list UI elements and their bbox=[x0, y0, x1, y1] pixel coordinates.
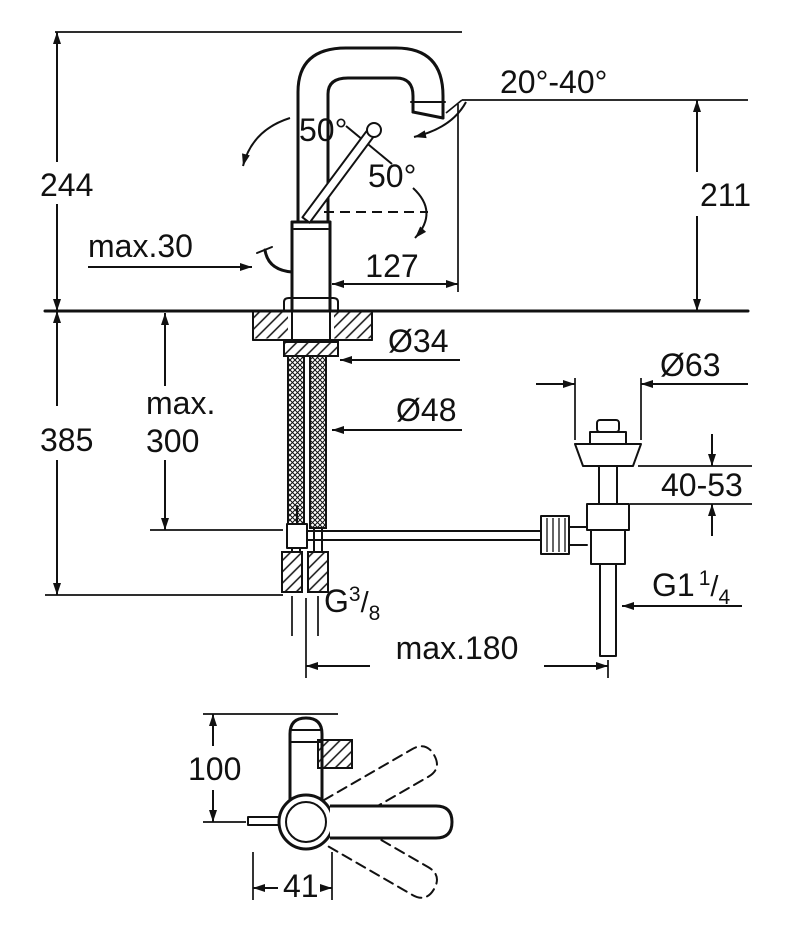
dim-waste-flange-diameter: Ø63 bbox=[660, 347, 720, 383]
dim-spout-tilt-range: 20°-40° bbox=[500, 64, 607, 100]
drain-plug-cap bbox=[596, 419, 620, 433]
plan-faucet bbox=[247, 716, 454, 899]
plan-spout bbox=[288, 716, 324, 800]
dim-spout-reach: 127 bbox=[365, 248, 418, 284]
hose-right bbox=[309, 355, 327, 529]
dim-hose-length-line2: 300 bbox=[146, 423, 199, 459]
dim-hose-length-line1: max. bbox=[146, 385, 215, 421]
dim-max-centre-distance: max.180 bbox=[396, 630, 519, 666]
rod-adjust-knob bbox=[540, 515, 570, 555]
plan-lever-boss bbox=[317, 739, 353, 769]
hose-left bbox=[287, 355, 305, 529]
plan-extension-lines bbox=[203, 713, 338, 900]
dim-outlet-height: 211 bbox=[700, 177, 751, 213]
plan-pop-up-rod bbox=[247, 816, 282, 826]
mounting-nut bbox=[283, 341, 339, 357]
spout-tip bbox=[411, 110, 445, 120]
dim-plan-offset: 41 bbox=[283, 868, 319, 904]
plan-view: 100 41 bbox=[188, 713, 454, 904]
drain-tailpipe bbox=[599, 563, 617, 657]
dim-overall-height: 244 bbox=[40, 167, 93, 203]
spout-outer-edge bbox=[296, 46, 445, 224]
hose-connector-right bbox=[307, 551, 329, 593]
countertop-section bbox=[43, 309, 750, 357]
plan-dimension-lines bbox=[209, 714, 332, 892]
plan-body-outer bbox=[277, 793, 335, 851]
side-view: 244 20°-40° 211 50° 50° max.30 127 Ø34 Ø… bbox=[40, 31, 752, 678]
plan-lever-neutral bbox=[330, 804, 454, 840]
plan-body-inner bbox=[285, 801, 327, 843]
dim-under-counter-height: 385 bbox=[40, 422, 93, 458]
dim-plan-height: 100 bbox=[188, 751, 241, 787]
hose-connector-left bbox=[281, 551, 303, 593]
pop-up-rod bbox=[286, 505, 542, 549]
drain-flange bbox=[574, 443, 642, 467]
dim-lever-angle: 50° bbox=[368, 158, 416, 194]
extension-lines bbox=[45, 31, 752, 678]
faucet-outline bbox=[256, 46, 446, 313]
spout-inner-edge bbox=[326, 76, 415, 224]
dim-hole-diameter: Ø48 bbox=[396, 392, 456, 428]
lever-knob bbox=[366, 122, 382, 138]
plan-lever-up-position bbox=[322, 745, 438, 829]
dim-swivel-angle: 50° bbox=[299, 112, 347, 148]
plan-lever-down-position bbox=[322, 815, 438, 899]
dim-shank-diameter: Ø34 bbox=[388, 323, 448, 359]
label-supply-thread: G3/8 bbox=[324, 583, 380, 625]
dimension-lines bbox=[53, 32, 748, 670]
dim-max-plate-thickness: max.30 bbox=[88, 228, 193, 264]
dim-counter-thickness-range: 40-53 bbox=[661, 467, 743, 503]
pop-up-knob bbox=[263, 248, 294, 274]
base-ring bbox=[283, 297, 339, 312]
drain-locknut bbox=[586, 503, 630, 531]
supply-hoses bbox=[281, 355, 329, 593]
drain-assembly bbox=[540, 419, 642, 657]
